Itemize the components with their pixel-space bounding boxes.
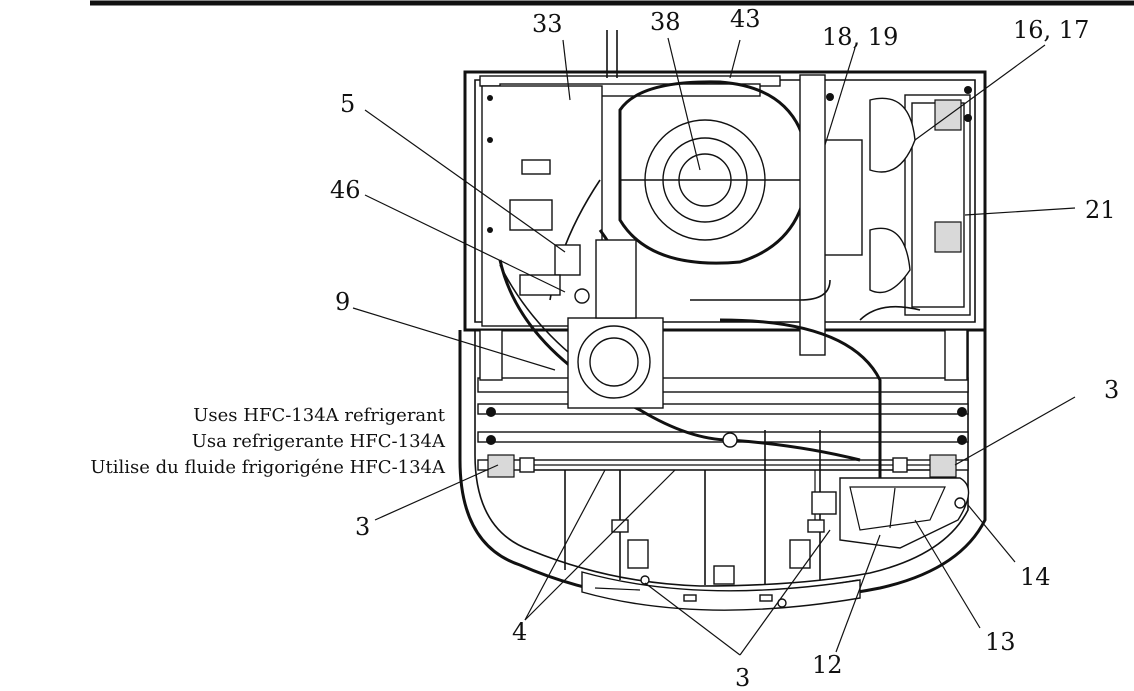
leader-lines [352,37,1076,656]
callout-9: 9 [335,288,350,316]
callout-4: 4 [512,618,527,646]
refrigerant-note-spanish: Usa refrigerante HFC-134A [192,431,446,452]
callout-14: 14 [1020,563,1051,591]
refrigerant-note-french: Utilise du fluide frigorigéne HFC-134A [90,457,446,478]
callout-16-17: 16, 17 [1013,16,1089,44]
callout-3-bottom: 3 [735,664,750,691]
callout-5: 5 [340,90,355,118]
callout-33: 33 [532,10,563,38]
callout-18-19: 18, 19 [822,23,898,51]
callout-13: 13 [985,628,1016,656]
callout-3-left: 3 [355,513,370,541]
callout-46: 46 [330,176,361,204]
callout-12: 12 [812,651,843,679]
callout-21: 21 [1085,196,1116,224]
callout-3-right: 3 [1104,376,1119,404]
callout-43: 43 [730,5,761,33]
refrigerant-note-english: Uses HFC-134A refrigerant [193,405,446,426]
callout-38: 38 [650,8,681,36]
machine-drawing [458,30,987,611]
